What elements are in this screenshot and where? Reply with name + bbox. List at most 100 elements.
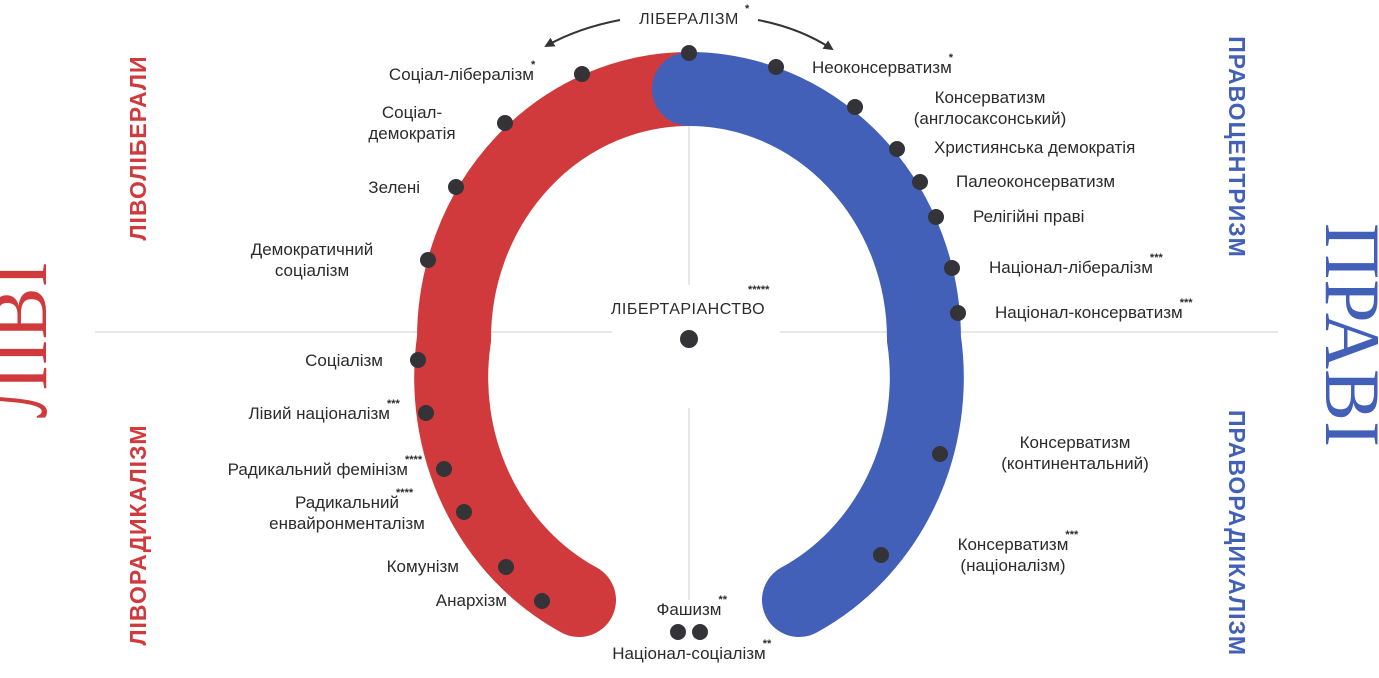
left-label: Радикальний фемінізм <box>228 460 408 479</box>
right-dot <box>912 174 928 190</box>
left-label: енвайронменталізм <box>269 514 425 533</box>
arrow-right-icon <box>757 19 834 51</box>
center-mark: ***** <box>748 284 770 296</box>
left-label: Соціал- <box>382 103 442 122</box>
right-label: Консерватизм <box>958 535 1069 554</box>
left-label: Комунізм <box>387 557 459 576</box>
right-item: Націонал-консерватизм*** <box>950 297 1193 322</box>
right-label: Неоконсерватизм <box>812 58 952 77</box>
right-item: Християнська демократія <box>889 138 1135 157</box>
left-item: Радикальний енвайронменталізм **** <box>269 487 472 533</box>
left-dot <box>420 252 436 268</box>
left-mark: *** <box>387 398 401 410</box>
left-label: Зелені <box>368 178 420 197</box>
right-dot <box>768 59 784 75</box>
left-items: Соціал-лібералізм* Соціал-демократіяЗелен… <box>228 59 590 610</box>
bottom-label: Націонал-соціалізм <box>612 644 765 663</box>
left-item: Соціалізм <box>305 351 426 370</box>
right-label: Націонал-консерватизм <box>995 303 1183 322</box>
bottom-label: Фашизм <box>657 600 722 619</box>
left-dot <box>574 66 590 82</box>
right-label: (англосаксонський) <box>914 109 1066 128</box>
left-label: Демократичний <box>251 240 374 259</box>
left-dot <box>534 593 550 609</box>
right-item: Релігійні праві <box>928 207 1084 226</box>
right-items: Неоконсерватизм* Консерватизм (англосаксон… <box>768 52 1193 575</box>
right-label: Консерватизм <box>935 88 1046 107</box>
right-mark: *** <box>1150 252 1164 264</box>
right-dot <box>873 547 889 563</box>
left-lower-label: ЛІВОРАДИКАЛІЗМ <box>125 424 151 645</box>
left-dot <box>497 115 513 131</box>
left-label: Лівий націоналізм <box>248 404 390 423</box>
left-label: Соціал-лібералізм <box>389 65 534 84</box>
left-item: Анархізм <box>436 591 550 610</box>
right-dot <box>928 209 944 225</box>
horseshoe <box>414 52 964 637</box>
top-label-mark: * <box>745 3 750 15</box>
right-lower-label: ПРАВОРАДИКАЛІЗМ <box>1224 410 1250 656</box>
right-label: Консерватизм <box>1020 433 1131 452</box>
left-item: Соціал-лібералізм* <box>389 59 590 84</box>
left-dot <box>498 559 514 575</box>
right-label: Палеоконсерватизм <box>956 172 1115 191</box>
right-item: Націонал-лібералізм*** <box>944 252 1163 277</box>
left-item: Демократичний соціалізм <box>251 240 436 280</box>
left-dot <box>418 405 434 421</box>
right-label: (континентальний) <box>1001 454 1149 473</box>
right-dot <box>889 141 905 157</box>
bottom-mark: ** <box>719 594 728 606</box>
left-label: Анархізм <box>436 591 507 610</box>
left-item: Соціал-демократія <box>368 103 513 143</box>
bottom-items: Фашизм**Націонал-соціалізм** <box>612 594 772 663</box>
right-item: Консерватизм (континентальний) <box>932 433 1149 473</box>
left-item: Комунізм <box>387 557 514 576</box>
left-mark: **** <box>396 487 414 499</box>
far-left-label: ЛІВІ <box>0 262 63 419</box>
left-dot <box>410 352 426 368</box>
top-dot <box>681 45 697 61</box>
left-item: Радикальний фемінізм**** <box>228 454 452 479</box>
top-arrows <box>544 19 834 51</box>
far-right-label: ПРАВІ <box>1309 223 1379 447</box>
left-dot <box>448 179 464 195</box>
left-label: соціалізм <box>275 261 349 280</box>
top-label: ЛІБЕРАЛІЗМ <box>639 11 739 28</box>
right-label: Націонал-лібералізм <box>989 258 1153 277</box>
bottom-item: Фашизм** <box>657 594 728 640</box>
left-upper-label: ЛІВОЛІБЕРАЛИ <box>125 55 151 240</box>
bottom-item: Націонал-соціалізм** <box>612 624 772 663</box>
left-arc <box>414 52 726 637</box>
right-mark: * <box>949 52 954 64</box>
right-item: Консерватизм (націоналізм) *** <box>873 529 1079 575</box>
right-dot <box>950 305 966 321</box>
right-label: (націоналізм) <box>960 556 1065 575</box>
right-upper-label: ПРАВОЦЕНТРИЗМ <box>1224 36 1250 258</box>
center-dot <box>680 330 698 348</box>
right-item: Палеоконсерватизм <box>912 172 1115 191</box>
right-item: Неоконсерватизм* <box>768 52 954 77</box>
left-dot <box>456 504 472 520</box>
bottom-dot <box>670 624 686 640</box>
right-mark: *** <box>1065 529 1079 541</box>
left-mark: * <box>531 59 536 71</box>
left-dot <box>436 461 452 477</box>
left-item: Лівий націоналізм*** <box>248 398 434 423</box>
left-mark: **** <box>405 454 423 466</box>
right-mark: *** <box>1180 297 1194 309</box>
right-dot <box>944 260 960 276</box>
arrow-left-icon <box>544 19 621 47</box>
right-label: Християнська демократія <box>934 138 1135 157</box>
right-item: Консерватизм (англосаксонський) <box>847 88 1066 128</box>
left-label: Соціалізм <box>305 351 383 370</box>
center-label: ЛІБЕРТАРІАНСТВО <box>611 301 765 318</box>
right-dot <box>847 99 863 115</box>
left-item: Зелені <box>368 178 464 197</box>
left-label: Радикальний <box>295 493 399 512</box>
left-label: демократія <box>368 124 455 143</box>
bottom-mark: ** <box>763 638 772 650</box>
bottom-dot <box>692 624 708 640</box>
right-label: Релігійні праві <box>973 207 1084 226</box>
right-dot <box>932 446 948 462</box>
